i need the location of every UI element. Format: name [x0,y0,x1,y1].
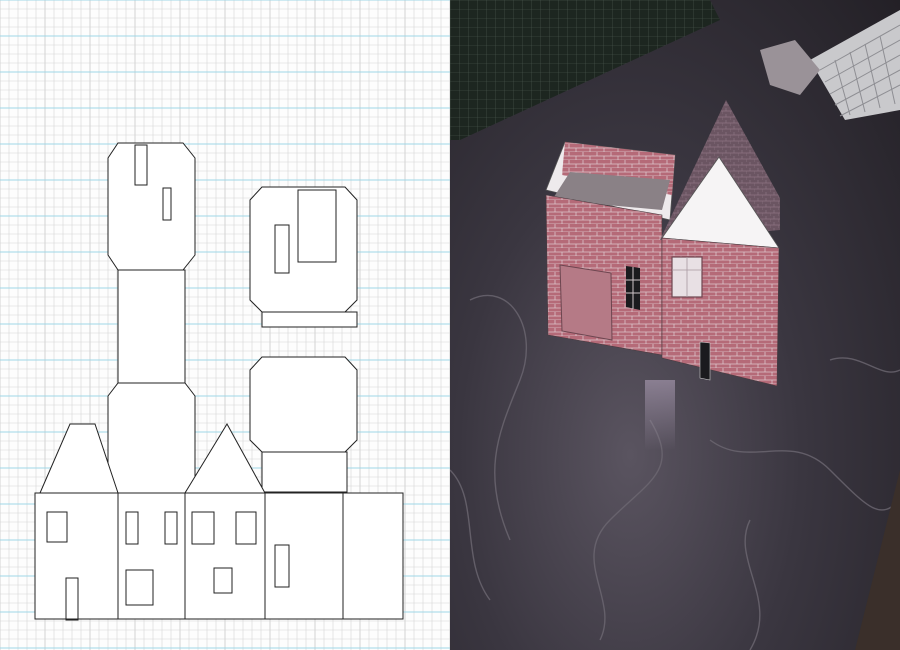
template-opening [164,511,178,545]
marble-veins [450,294,900,650]
front-wall-strip [34,492,404,620]
template-opening [213,567,233,594]
keyboard [810,10,900,120]
assembled-house-photo [450,0,900,650]
tower-mid-panel [117,269,186,384]
gable-left [39,423,119,494]
right-tower-mid-panel [249,356,358,453]
template-opening [125,569,154,606]
right-tower-low-panel [261,451,348,493]
template-opening [65,577,79,621]
grid-paper [0,0,450,650]
template-opening [191,511,215,545]
counter-edge [855,470,900,650]
cutting-mat [450,0,720,140]
tower-slot [134,144,148,186]
cloth [760,40,820,95]
tower-low-panel [107,382,196,494]
garage-door [559,264,613,341]
paper-house [545,100,780,387]
paper-model-template [0,0,450,650]
tower-top-panel [107,142,196,271]
tower-window [162,187,172,221]
roof-inner [552,172,670,210]
right-tower-window [274,224,290,274]
template-opening [46,511,68,543]
right-tower-door [297,189,337,263]
template-opening [274,544,290,588]
front-door [699,341,711,381]
template-opening [235,511,257,545]
light-glare [645,380,675,450]
photo-scene [450,0,900,650]
right-tower-top-panel [249,186,358,313]
template-opening [125,511,139,545]
right-tower-band [261,311,358,328]
